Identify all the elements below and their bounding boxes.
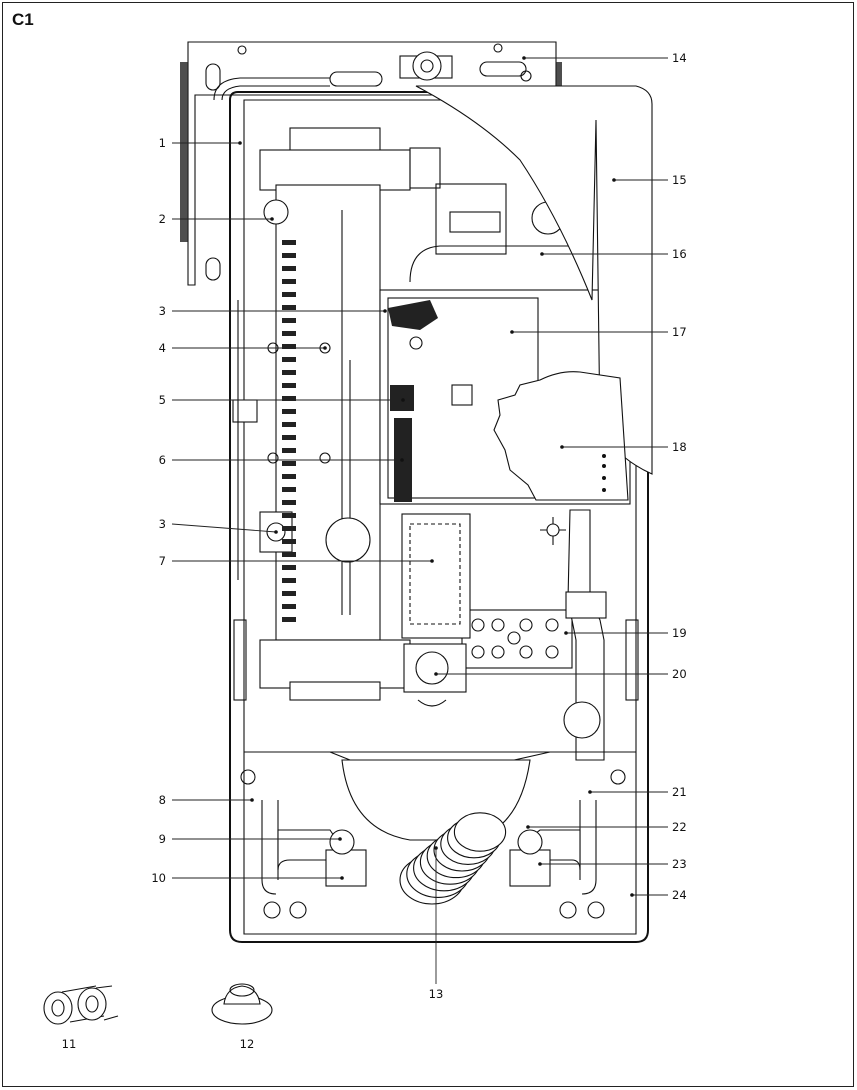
callout-label: 3 [159,304,166,318]
callout-label: 12 [240,1037,255,1051]
callout-12: 12 [240,1037,255,1051]
leader-dot [430,559,434,563]
heating-coil [282,240,296,622]
figure-id: C1 [12,10,34,29]
callout-label: 19 [672,626,687,640]
leader-dot [510,330,514,334]
inner-cover [493,371,629,501]
callout-13: 13 [429,846,444,1001]
callout-label: 21 [672,785,687,799]
callout-3: 3 [159,517,278,534]
callout-17: 17 [510,325,687,339]
terminal-strip [461,609,573,669]
leader-dot [250,798,254,802]
leader-dot [630,893,634,897]
callout-label: 14 [672,51,687,65]
callout-24: 24 [630,888,687,902]
corrugated-hose [399,812,507,905]
callout-1: 1 [159,136,242,150]
callout-16: 16 [540,247,687,261]
leader-dot [238,141,242,145]
callout-2: 2 [159,212,274,226]
callout-label: 7 [159,554,166,568]
callout-15: 15 [612,173,687,187]
callout-11: 11 [62,1037,77,1051]
accessory-grommet [211,983,273,1025]
callout-label: 4 [159,341,166,355]
callout-6: 6 [159,453,404,467]
callout-5: 5 [159,393,405,407]
callout-label: 5 [159,393,166,407]
callout-19: 19 [564,626,687,640]
callout-label: 11 [62,1037,77,1051]
callout-label: 8 [159,793,166,807]
callout-9: 9 [159,832,342,846]
callout-label: 17 [672,325,687,339]
relay-unit [401,513,471,707]
callout-label: 13 [429,987,444,1001]
callout-label: 15 [672,173,687,187]
callout-label: 9 [159,832,166,846]
callout-23: 23 [538,857,687,871]
leader-dot [338,837,342,841]
leader-dot [540,252,544,256]
callout-label: 20 [672,667,687,681]
leader-dot [274,530,278,534]
leader-dot [560,445,564,449]
mounting-plate [180,41,562,286]
leader-dot [538,862,542,866]
callout-20: 20 [434,667,687,681]
leader-dot [401,398,405,402]
front-cover [415,85,653,475]
leader-dot [434,672,438,676]
callout-label: 23 [672,857,687,871]
callout-14: 14 [522,51,687,65]
leader-dot [323,346,327,350]
callout-7: 7 [159,554,434,568]
callout-4: 4 [159,341,327,355]
callout-label: 16 [672,247,687,261]
leader-dot [340,876,344,880]
callout-label: 1 [159,136,166,150]
callout-label: 18 [672,440,687,454]
leader-line [171,523,277,533]
leader-dot [270,217,274,221]
leader-dot [612,178,616,182]
callout-8: 8 [159,793,254,807]
leader-dot [522,56,526,60]
callout-label: 10 [151,871,166,885]
callout-label: 6 [159,453,166,467]
callout-3: 3 [159,304,387,318]
accessory-springs [43,985,119,1025]
leader-dot [434,846,438,850]
callout-label: 24 [672,888,687,902]
leader-dot [526,825,530,829]
leader-dot [383,309,387,313]
leader-dot [588,790,592,794]
top-connector [399,51,453,81]
leader-dot [400,458,404,462]
callout-18: 18 [560,440,687,454]
callout-21: 21 [588,785,687,799]
callout-label: 3 [159,517,166,531]
callout-22: 22 [526,820,687,834]
callout-10: 10 [151,871,344,885]
right-pipe [540,509,607,761]
leader-dot [564,631,568,635]
callout-label: 22 [672,820,687,834]
callout-label: 2 [159,212,166,226]
